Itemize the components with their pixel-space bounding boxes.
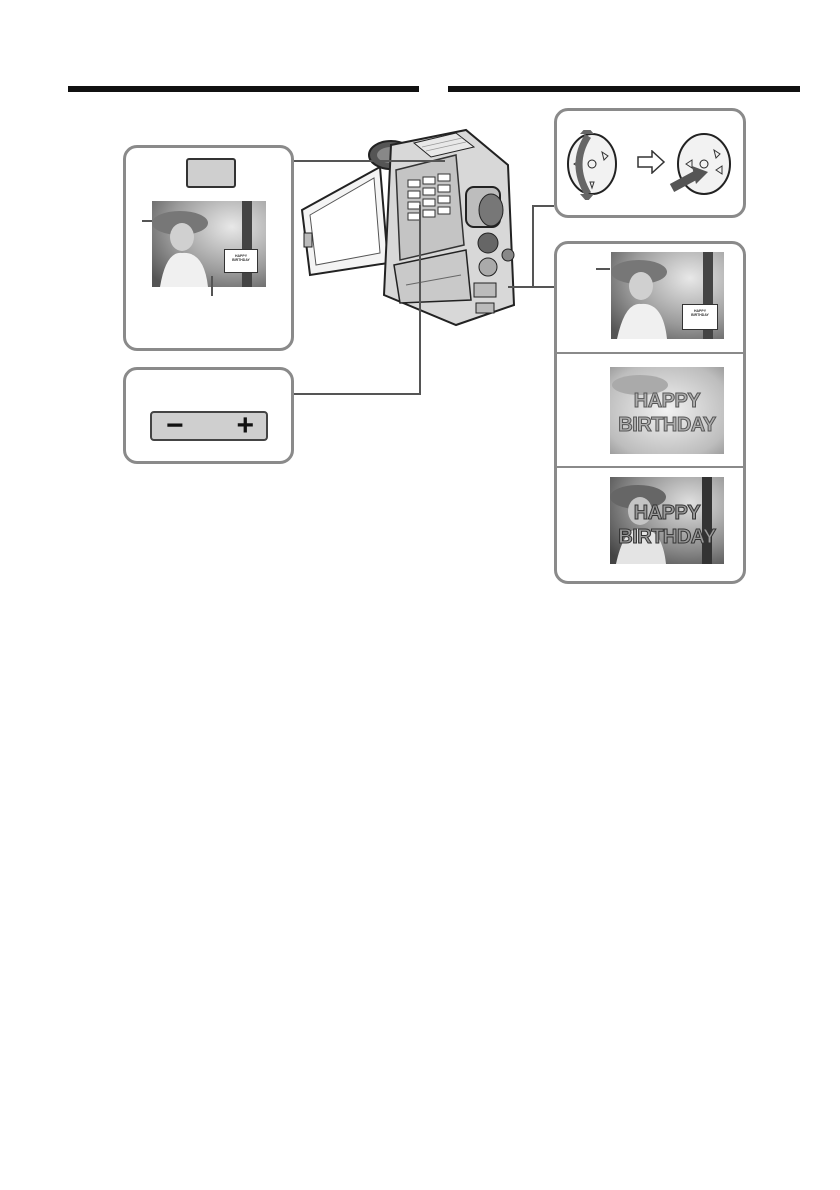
leader-line-adjust-v: [419, 205, 421, 395]
step3-photo: HAPPY BIRTHDAY: [610, 477, 724, 564]
left-section-rule: [68, 86, 419, 92]
camcorder-illustration: [300, 128, 516, 327]
step2-photo: HAPPY BIRTHDAY: [610, 367, 724, 454]
step1-photo: HAPPY BIRTHDAY: [611, 252, 724, 339]
steps-divider-1: [556, 352, 744, 354]
photo-callout-bottom: [211, 276, 213, 296]
minus-symbol[interactable]: −: [166, 409, 184, 442]
left-preview-photo: HAPPY BIRTHDAY: [152, 201, 266, 287]
title-button[interactable]: [186, 158, 236, 188]
control-dial-rotate-icon: [567, 130, 617, 200]
photo-callout-left: [142, 220, 152, 222]
leader-line-adjust-h: [293, 393, 421, 395]
left-mini-title: HAPPY BIRTHDAY: [224, 249, 258, 273]
right-section-rule: [448, 86, 800, 92]
plus-symbol[interactable]: +: [236, 409, 254, 442]
step1-callout: [596, 268, 610, 270]
leader-line-right-bottom: [508, 286, 554, 288]
step3-title-line1: HAPPY: [633, 502, 701, 525]
leader-line-right-v: [532, 205, 534, 287]
leader-line-top: [293, 160, 445, 162]
step2-title-line1: HAPPY: [633, 390, 701, 413]
step3-title-line2: BIRTHDAY: [618, 526, 717, 549]
outline-right-arrow-icon: [637, 150, 666, 174]
control-dial-press-icon: [669, 133, 731, 195]
leader-line-right-top: [532, 205, 554, 207]
minus-plus-control[interactable]: − +: [150, 409, 268, 442]
steps-divider-2: [556, 466, 744, 468]
step2-title-line2: BIRTHDAY: [618, 414, 717, 437]
step1-mini-title: HAPPY BIRTHDAY: [682, 304, 718, 330]
